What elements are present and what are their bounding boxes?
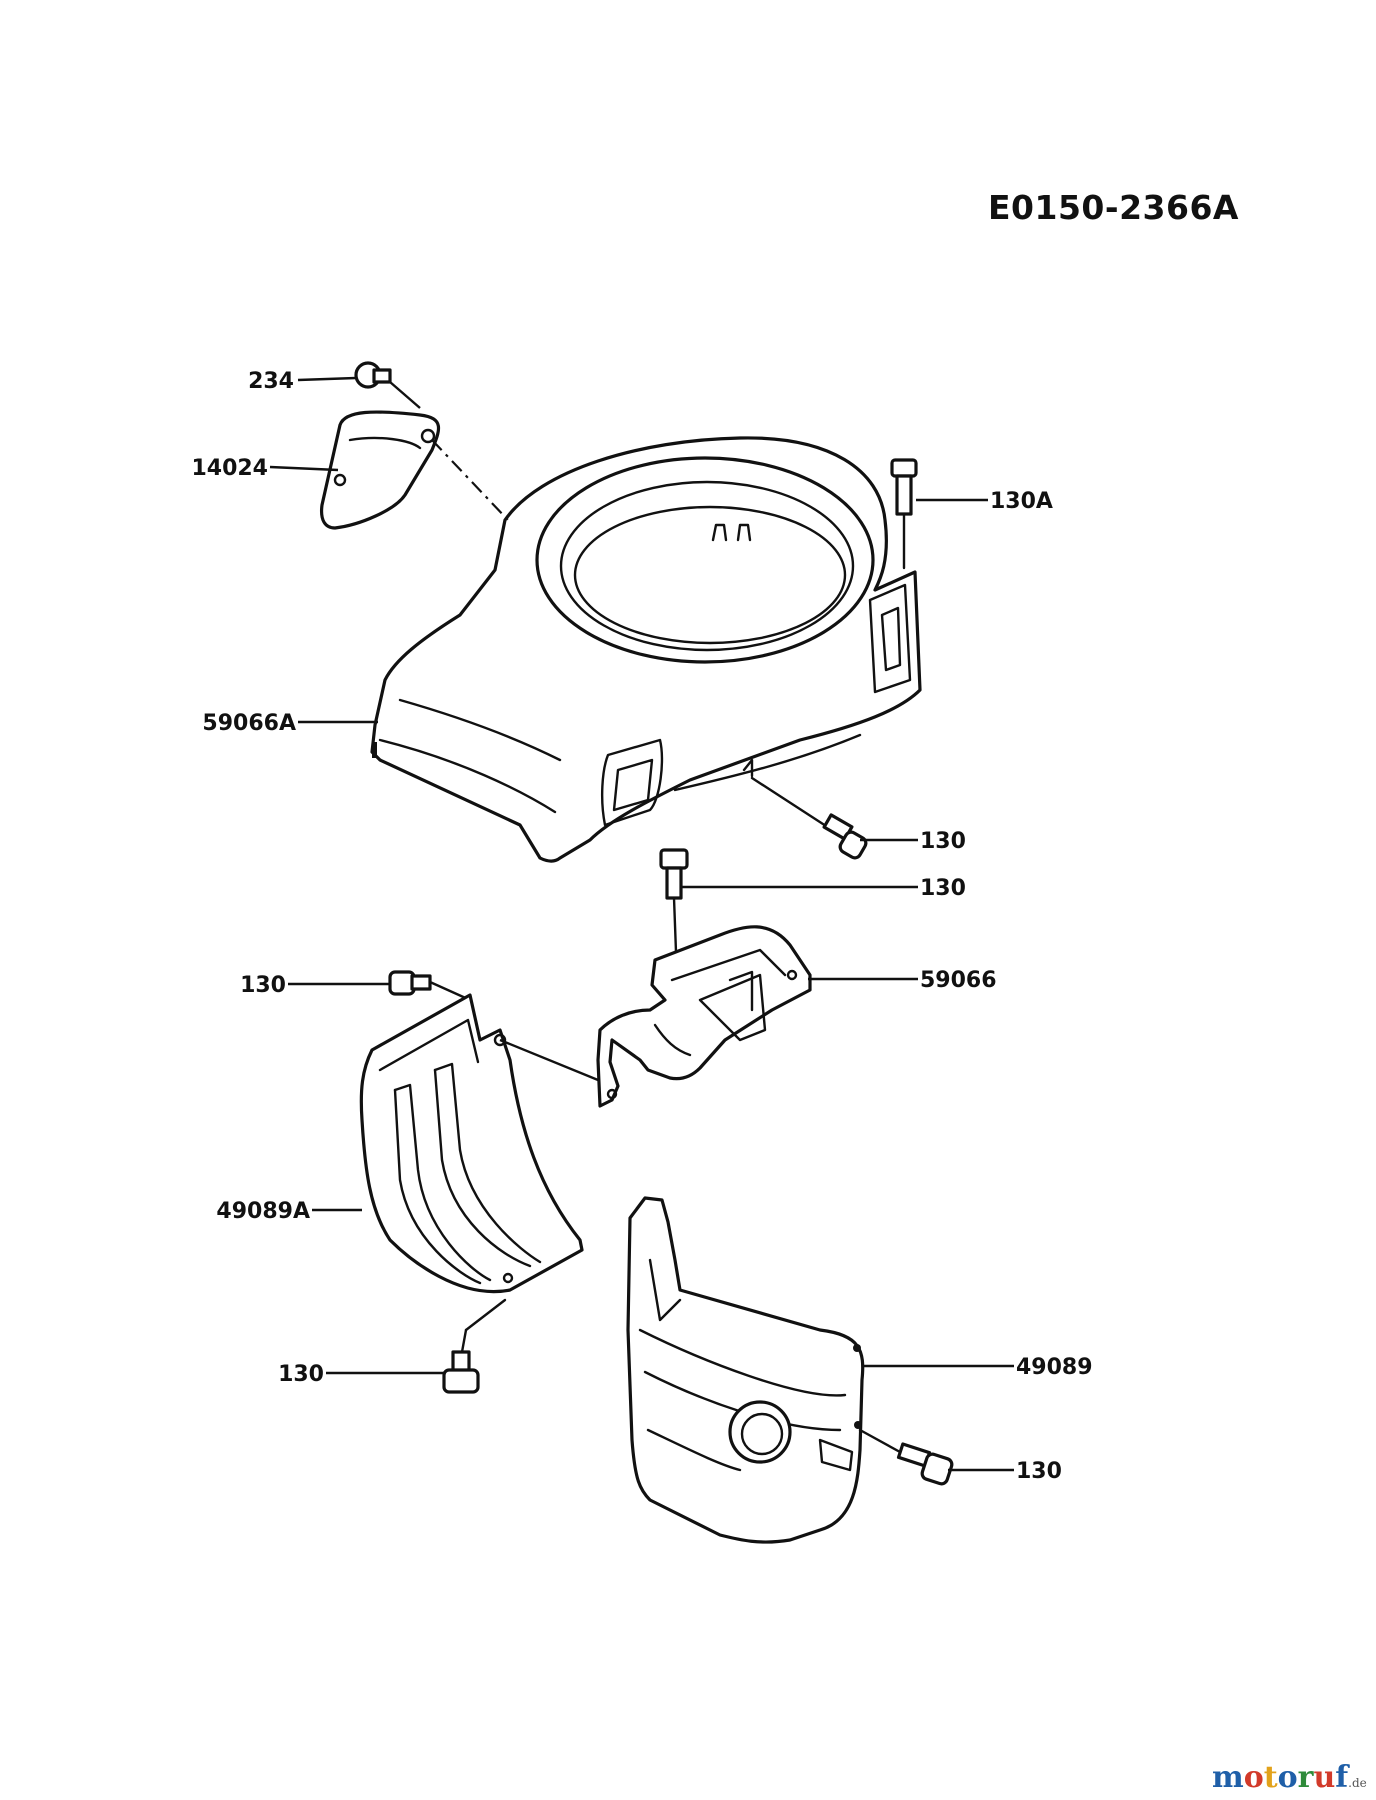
bolt-130-shield bbox=[388, 970, 472, 1002]
watermark-letter: o bbox=[1277, 1760, 1298, 1795]
watermark-letter: u bbox=[1313, 1760, 1336, 1795]
watermark-letter: m bbox=[1212, 1760, 1244, 1795]
assembly-line-cover bbox=[431, 439, 509, 521]
callout-labels: 234 14024 130A 59066A 130 130 130 59066 … bbox=[191, 369, 1092, 1484]
callout-label: 130 bbox=[920, 876, 966, 901]
callout-label: 234 bbox=[248, 369, 294, 394]
watermark-suffix: .de bbox=[1348, 1776, 1367, 1790]
callout-label: 130 bbox=[1016, 1459, 1062, 1484]
callout-label: 59066A bbox=[202, 711, 296, 736]
callout-label: 49089A bbox=[216, 1199, 310, 1224]
watermark-logo: motoruf.de bbox=[1212, 1760, 1367, 1795]
watermark-letter: t bbox=[1263, 1760, 1278, 1795]
callout-label: 130 bbox=[240, 973, 286, 998]
watermark-letter: r bbox=[1297, 1760, 1314, 1795]
watermark-letter: f bbox=[1335, 1760, 1349, 1795]
watermark-letter: o bbox=[1243, 1760, 1264, 1795]
bolt-234 bbox=[354, 361, 421, 409]
callout-label: 49089 bbox=[1016, 1355, 1093, 1380]
callout-label: 130A bbox=[990, 489, 1053, 514]
bolt-130-housing bbox=[750, 776, 868, 860]
cover-plate bbox=[319, 410, 440, 530]
diagram-code: E0150-2366A bbox=[988, 188, 1239, 227]
deflector-shield bbox=[359, 993, 599, 1294]
leader-lines bbox=[269, 376, 1014, 1472]
callout-label: 59066 bbox=[920, 968, 997, 993]
callout-label: 14024 bbox=[191, 456, 268, 481]
callout-label: 130 bbox=[920, 829, 966, 854]
callout-label: 130 bbox=[278, 1362, 324, 1387]
bolt-130-bottom bbox=[442, 1298, 507, 1394]
bolt-130a bbox=[890, 458, 918, 570]
bolt-130-cover bbox=[858, 1428, 954, 1486]
mounting-bracket bbox=[596, 925, 812, 1108]
lower-cover bbox=[626, 1196, 865, 1544]
blower-housing bbox=[370, 436, 922, 863]
